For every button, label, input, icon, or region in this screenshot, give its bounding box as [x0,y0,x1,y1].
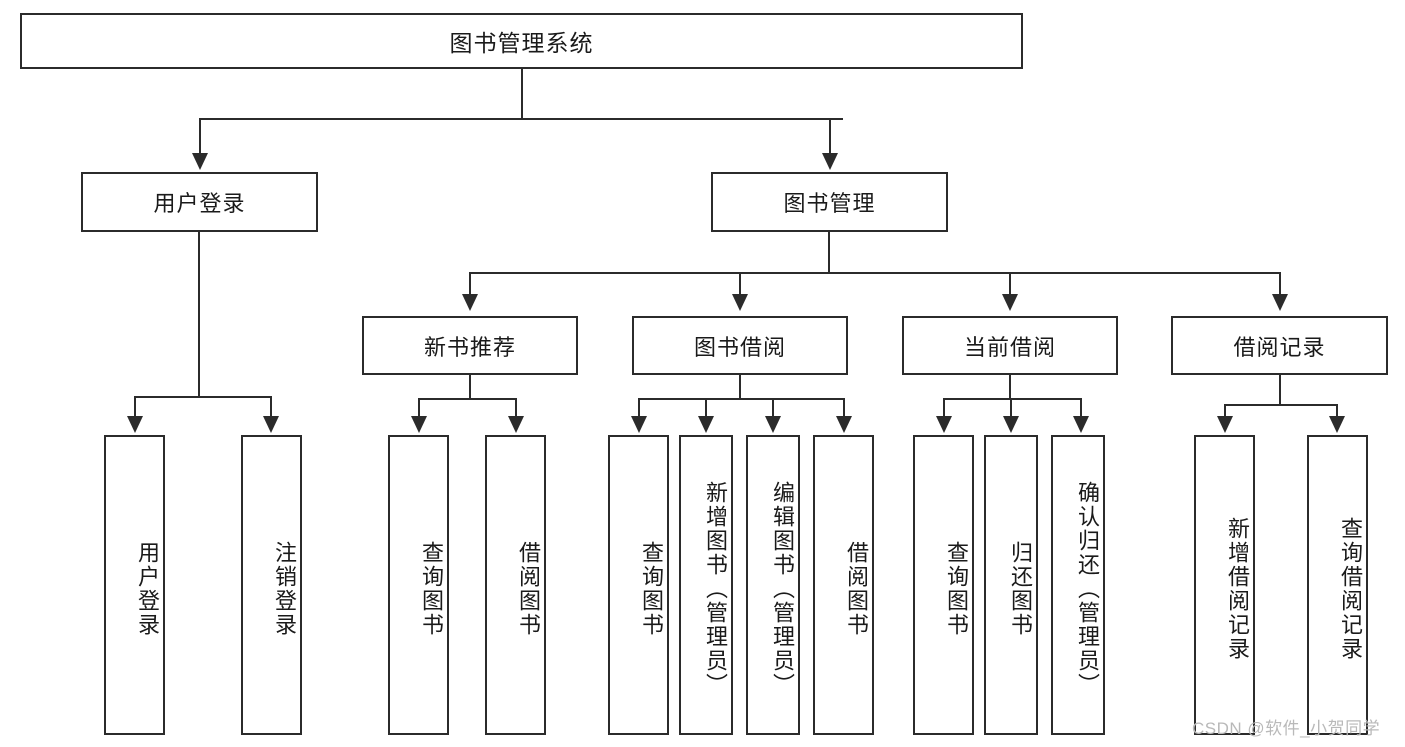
node-book-borrow[interactable]: 图书借阅 [632,316,848,375]
arrow-down-icon [263,416,279,433]
connector-records-drop-2 [1336,404,1338,418]
leaf-return-book[interactable]: 归还图书 [984,435,1038,735]
arrow-down-icon [1003,416,1019,433]
node-label: 查询图书 [419,541,444,637]
connector-root-drop-2 [829,118,831,155]
connector-bookmgmt-drop-2 [739,272,741,296]
leaf-add-book-admin[interactable]: 新增图书（管理员） [679,435,733,735]
node-current-borrow[interactable]: 当前借阅 [902,316,1118,375]
arrow-down-icon [411,416,427,433]
arrow-down-icon [462,294,478,311]
connector-login-drop-2 [270,396,272,418]
node-label: 图书管理 [783,191,876,216]
connector-root-drop-1 [199,118,201,155]
csdn-watermark: CSDN @软件_小贺同学 [1192,719,1381,738]
arrow-down-icon [698,416,714,433]
arrow-down-icon [765,416,781,433]
arrow-down-icon [1272,294,1288,311]
node-label: 注销登录 [272,541,297,637]
arrow-down-icon [192,153,208,170]
node-book-management[interactable]: 图书管理 [711,172,948,232]
node-label: 查询图书 [639,541,664,637]
connector-bookmgmt-drop-1 [469,272,471,296]
connector-current-bus [943,398,1081,400]
arrow-down-icon [508,416,524,433]
arrow-down-icon [1002,294,1018,311]
arrow-down-icon [822,153,838,170]
node-label: 编辑图书（管理员） [770,481,795,697]
node-label: 查询借阅记录 [1338,517,1363,661]
connector-borrow-drop-2 [705,398,707,418]
arrow-down-icon [936,416,952,433]
node-label: 借阅图书 [516,541,541,637]
arrow-down-icon [631,416,647,433]
leaf-query-borrow-record[interactable]: 查询借阅记录 [1307,435,1368,735]
connector-bookmgmt-drop-3 [1009,272,1011,296]
node-label: 确认归还（管理员） [1075,481,1100,697]
leaf-borrow-book-recommend[interactable]: 借阅图书 [485,435,546,735]
node-new-book-recommend[interactable]: 新书推荐 [362,316,578,375]
node-system-root[interactable]: 图书管理系统 [20,13,1023,69]
arrow-down-icon [127,416,143,433]
node-label: 借阅图书 [844,541,869,637]
connector-recommend-bus [418,398,516,400]
leaf-borrow-book[interactable]: 借阅图书 [813,435,874,735]
arrow-down-icon [732,294,748,311]
connector-root-bus [199,118,843,120]
connector-bookmgmt-drop-4 [1279,272,1281,296]
node-label: 归还图书 [1008,541,1033,637]
connector-current-stem [1009,375,1011,398]
leaf-logout[interactable]: 注销登录 [241,435,302,735]
arrow-down-icon [1329,416,1345,433]
connector-login-bus [134,396,271,398]
connector-recommend-drop-2 [515,398,517,418]
arrow-down-icon [1217,416,1233,433]
connector-borrow-drop-1 [638,398,640,418]
leaf-edit-book-admin[interactable]: 编辑图书（管理员） [746,435,800,735]
connector-borrow-stem [739,375,741,398]
node-label: 用户登录 [153,191,246,216]
leaf-query-book-current[interactable]: 查询图书 [913,435,974,735]
leaf-query-book-recommend[interactable]: 查询图书 [388,435,449,735]
node-label: 新增图书（管理员） [703,481,728,697]
node-label: 新书推荐 [423,334,516,360]
arrow-down-icon [836,416,852,433]
connector-borrow-drop-3 [772,398,774,418]
connector-current-drop-1 [943,398,945,418]
node-borrow-records[interactable]: 借阅记录 [1171,316,1388,375]
node-label: 借阅记录 [1233,334,1326,360]
connector-borrow-bus [638,398,844,400]
connector-current-drop-2 [1010,398,1012,418]
leaf-user-login[interactable]: 用户登录 [104,435,165,735]
node-label: 图书借阅 [693,334,786,360]
leaf-query-book-borrow[interactable]: 查询图书 [608,435,669,735]
arrow-down-icon [1073,416,1089,433]
connector-records-bus [1224,404,1337,406]
connector-bookmgmt-bus [469,272,1281,274]
leaf-add-borrow-record[interactable]: 新增借阅记录 [1194,435,1255,735]
connector-login-drop-1 [134,396,136,418]
node-user-login[interactable]: 用户登录 [81,172,318,232]
node-label: 新增借阅记录 [1225,517,1250,661]
connector-current-drop-3 [1080,398,1082,418]
connector-bookmgmt-stem [828,232,830,272]
connector-recommend-stem [469,375,471,398]
node-label: 图书管理系统 [449,30,594,56]
connector-recommend-drop-1 [418,398,420,418]
node-label: 当前借阅 [963,334,1056,360]
connector-records-drop-1 [1224,404,1226,418]
connector-records-stem [1279,375,1281,404]
leaf-confirm-return-admin[interactable]: 确认归还（管理员） [1051,435,1105,735]
connector-root-stem [521,69,523,118]
node-label: 用户登录 [135,541,160,637]
node-label: 查询图书 [944,541,969,637]
connector-borrow-drop-4 [843,398,845,418]
connector-login-stem [198,232,200,396]
